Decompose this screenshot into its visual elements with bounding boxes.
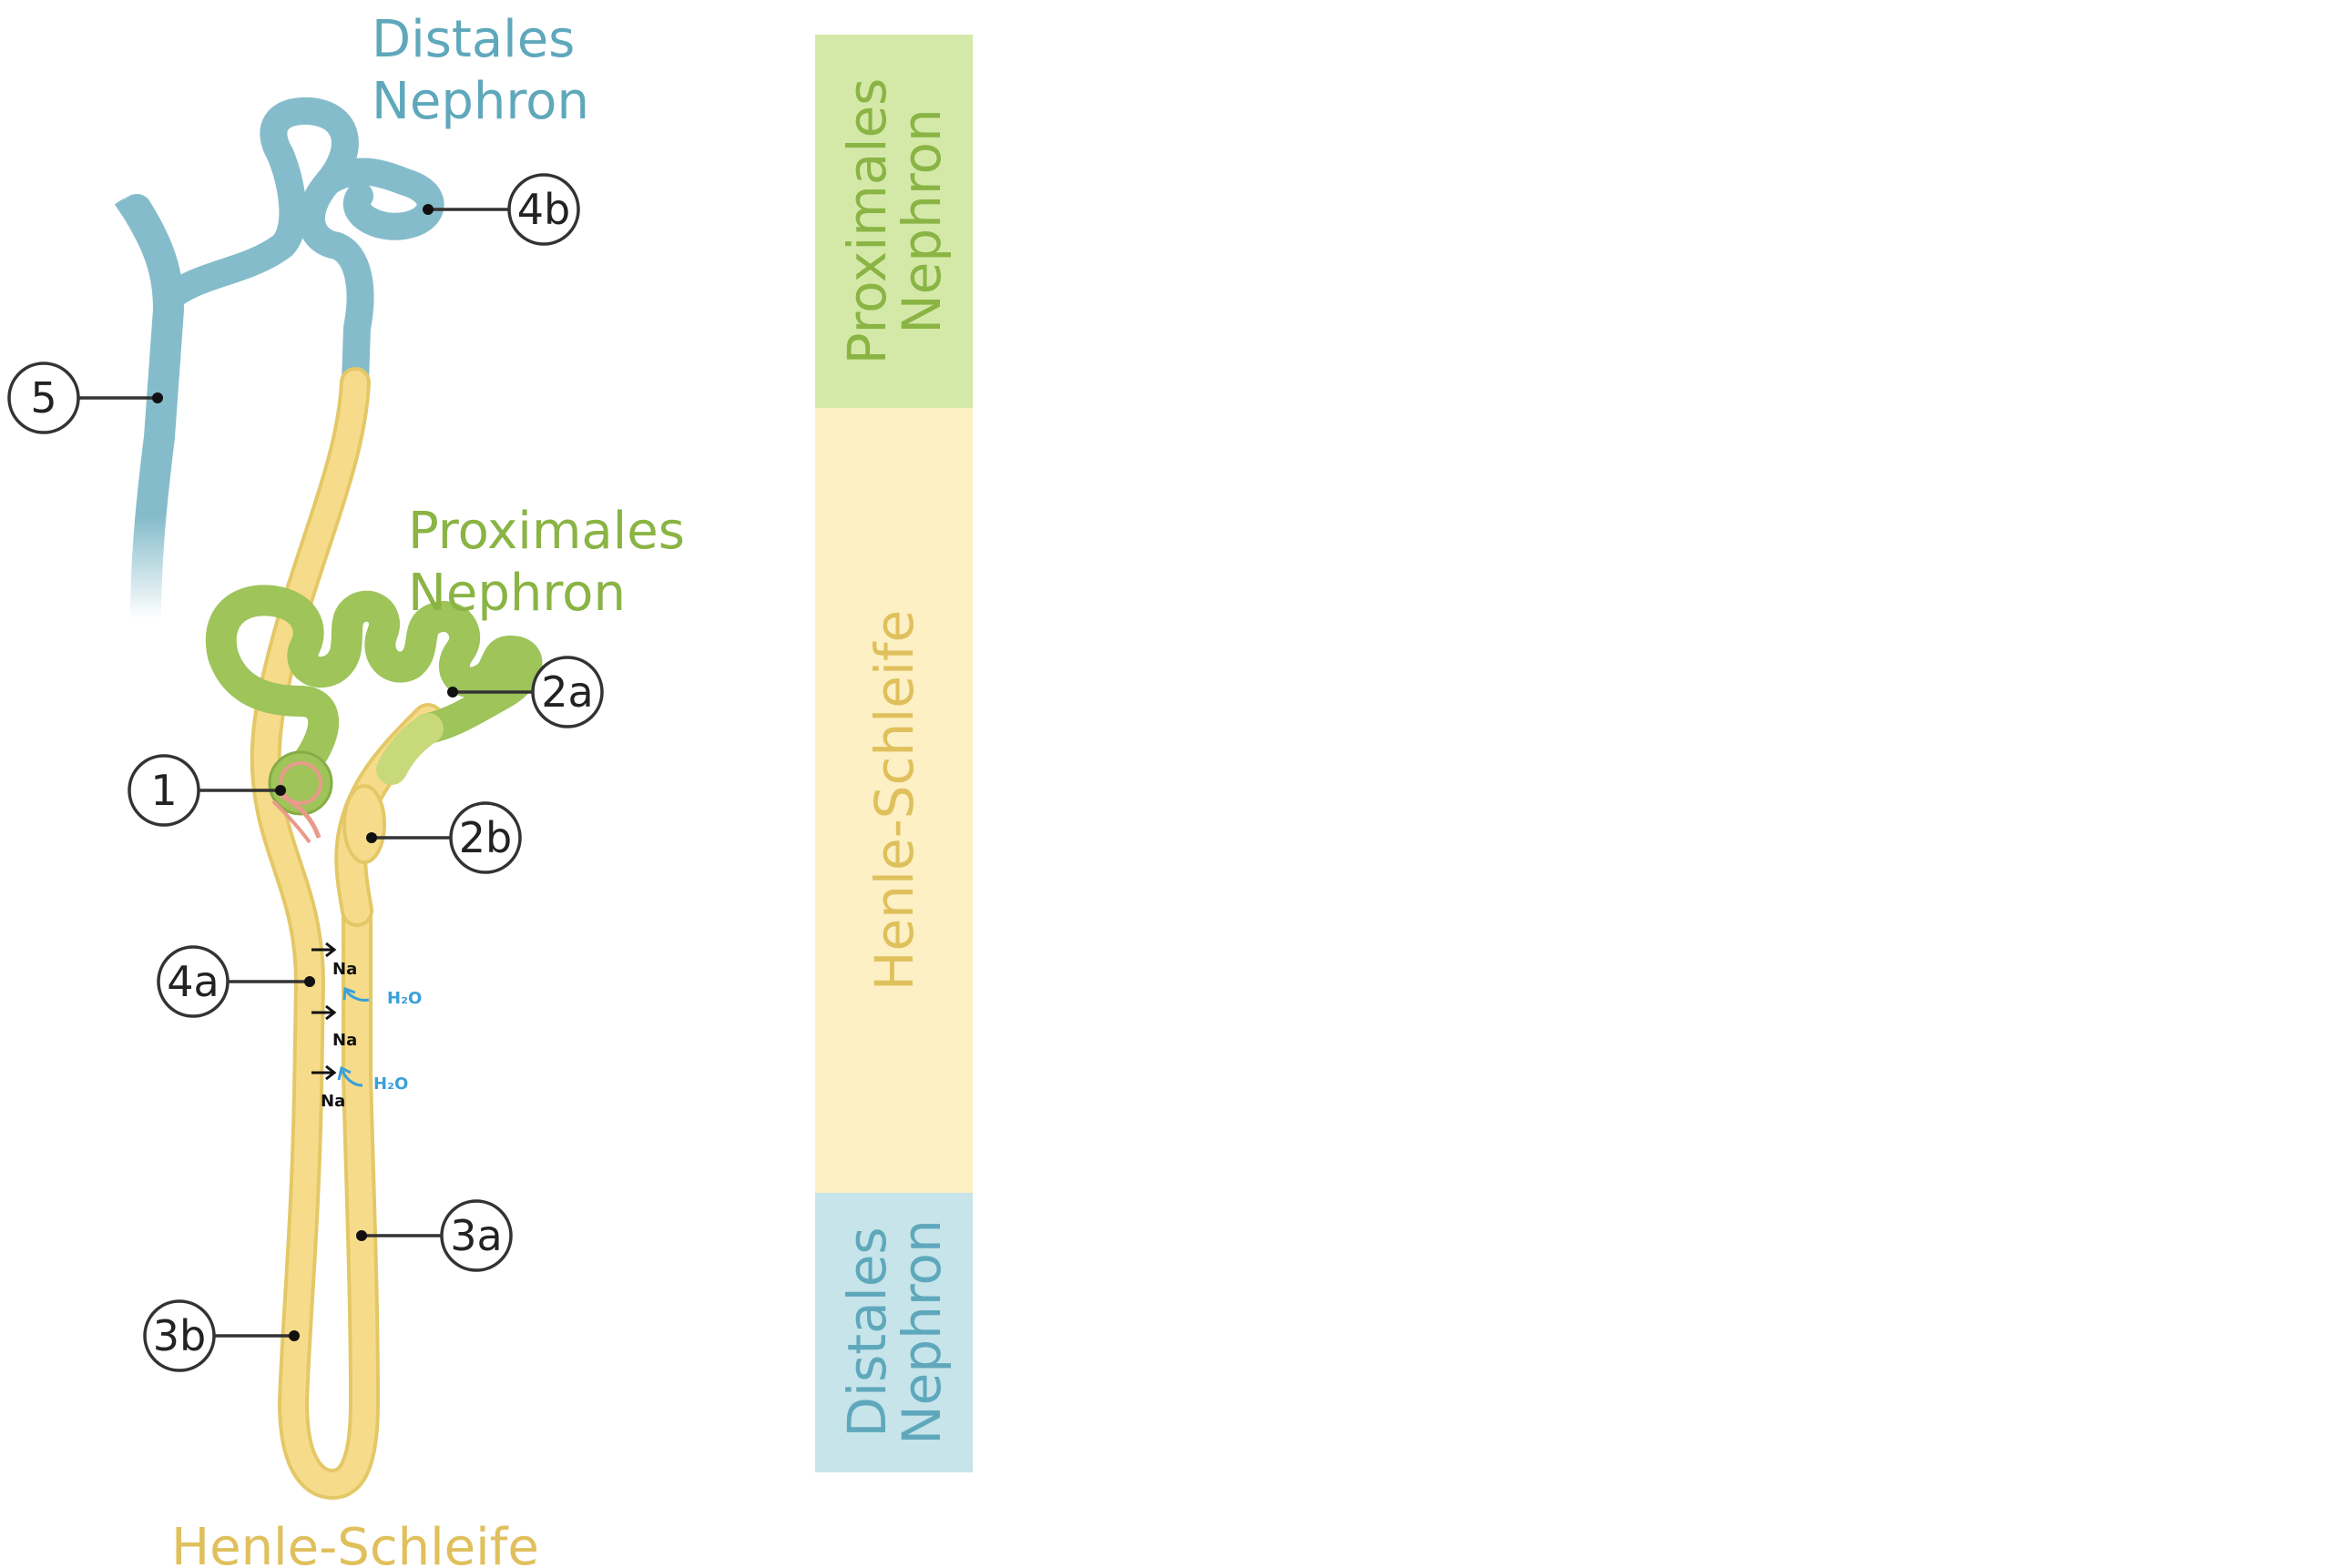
band-proximal-line1: Proximales	[836, 78, 898, 365]
proximal-tubule	[205, 585, 543, 785]
distal-tubule	[153, 97, 444, 396]
sodium-arrow-2	[311, 1004, 337, 1021]
legend-band-distal: Distales Nephron	[815, 1193, 973, 1472]
collecting-duct	[114, 187, 185, 635]
band-distal-line2: Nephron	[891, 1219, 953, 1444]
henle-loop	[250, 367, 444, 1500]
sodium-arrow-1	[311, 942, 337, 958]
callout-4b-label: 4b	[517, 185, 570, 234]
band-distal-line1: Distales	[836, 1227, 898, 1437]
water-label-2: H₂O	[373, 1074, 408, 1094]
callout-3a: 3a	[356, 1199, 513, 1272]
callout-4a: 4a	[157, 945, 315, 1018]
proximal-title-line2: Nephron	[408, 564, 626, 623]
distal-title-line1: Distales	[372, 10, 575, 69]
callout-3b-label: 3b	[153, 1311, 206, 1360]
water-label-1: H₂O	[387, 989, 422, 1008]
water-arrow-1	[342, 986, 370, 1002]
callout-5: 5	[7, 361, 163, 434]
flow-annotations: Na Na Na H₂O H₂O	[311, 942, 422, 1111]
callout-1-label: 1	[150, 766, 177, 815]
callout-2a-label: 2a	[541, 667, 593, 717]
callout-3b: 3b	[143, 1299, 300, 1372]
legend-band-henle: Henle-Schleife	[815, 408, 973, 1193]
distal-title-line2: Nephron	[372, 72, 589, 131]
callout-1: 1	[128, 754, 286, 827]
sodium-label-2: Na	[332, 1031, 357, 1050]
proximal-title-line1: Proximales	[408, 502, 685, 561]
sodium-arrow-3	[311, 1064, 337, 1081]
callout-2a: 2a	[447, 656, 604, 728]
callout-4a-label: 4a	[167, 957, 219, 1006]
callout-4b: 4b	[423, 173, 580, 246]
callout-2b-label: 2b	[459, 813, 512, 862]
sodium-label-1: Na	[332, 960, 357, 979]
callout-2b: 2b	[366, 801, 522, 874]
callout-5-label: 5	[30, 373, 56, 423]
sodium-label-3: Na	[321, 1092, 345, 1111]
water-arrow-2	[337, 1065, 363, 1087]
legend-band-proximal: Proximales Nephron	[815, 35, 973, 408]
band-proximal-line2: Nephron	[891, 108, 953, 333]
callout-3a-label: 3a	[450, 1211, 502, 1260]
henle-title: Henle-Schleife	[171, 1518, 539, 1568]
band-henle-line1: Henle-Schleife	[863, 610, 925, 991]
